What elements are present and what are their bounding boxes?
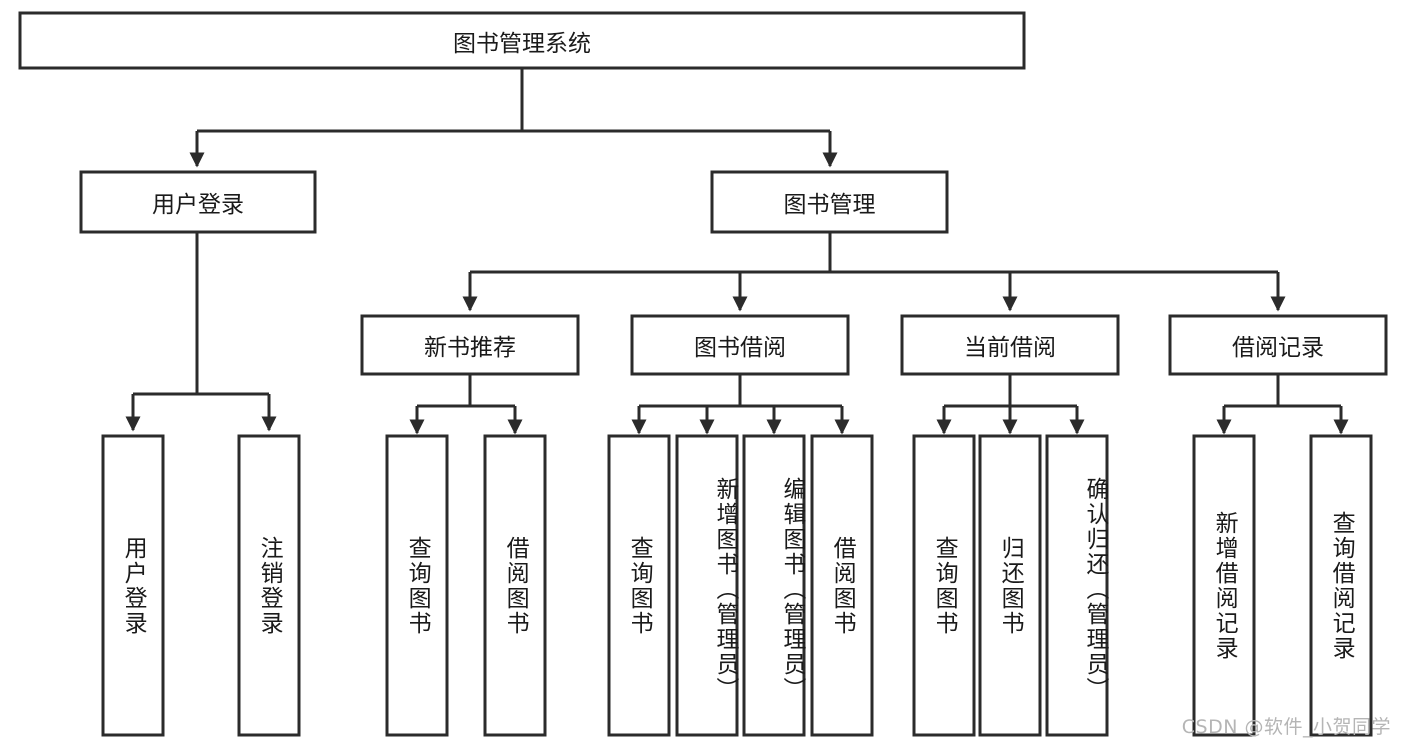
node-book-manage[interactable] bbox=[710, 170, 949, 234]
node-new-book-recommend[interactable] bbox=[360, 314, 580, 376]
leaf-book-borrow-1[interactable] bbox=[675, 434, 739, 737]
leaf-user-login-1[interactable] bbox=[237, 434, 301, 737]
node-current-borrow[interactable] bbox=[900, 314, 1120, 376]
node-book-borrow[interactable] bbox=[630, 314, 850, 376]
leaf-book-borrow-2[interactable] bbox=[742, 434, 806, 737]
leaf-borrow-record-1[interactable] bbox=[1309, 434, 1373, 737]
leaf-book-borrow-3[interactable] bbox=[810, 434, 874, 737]
leaf-new-book-0[interactable] bbox=[385, 434, 449, 737]
leaf-new-book-1[interactable] bbox=[483, 434, 547, 737]
leaf-current-borrow-1[interactable] bbox=[978, 434, 1042, 737]
node-user-login[interactable] bbox=[79, 170, 317, 234]
leaf-current-borrow-2[interactable] bbox=[1045, 434, 1109, 737]
csdn-watermark: CSDN @软件_小贺同学 bbox=[1181, 716, 1391, 738]
node-root[interactable] bbox=[18, 11, 1026, 70]
node-borrow-record[interactable] bbox=[1168, 314, 1388, 376]
leaf-current-borrow-0[interactable] bbox=[912, 434, 976, 737]
leaf-user-login-0[interactable] bbox=[101, 434, 165, 737]
leaf-book-borrow-0[interactable] bbox=[607, 434, 671, 737]
leaf-borrow-record-0[interactable] bbox=[1192, 434, 1256, 737]
